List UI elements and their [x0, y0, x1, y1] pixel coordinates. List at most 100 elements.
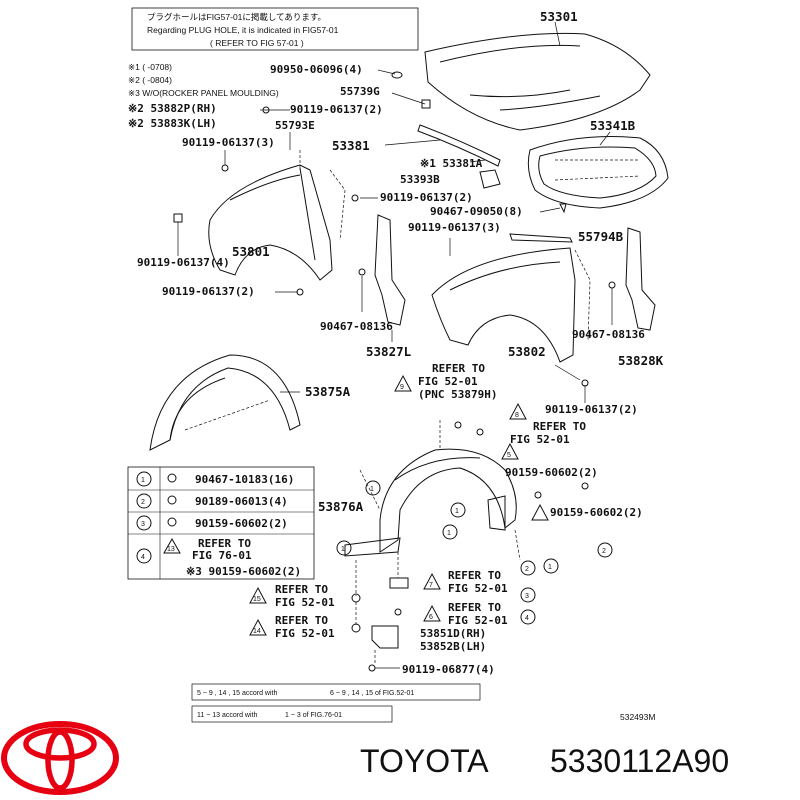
- note-ref: ( REFER TO FIG 57-01 ): [210, 38, 304, 48]
- fender-lh-53801: [208, 150, 346, 281]
- seal-53851d: [371, 625, 399, 649]
- ref14-line2: FIG 52-01: [275, 627, 335, 640]
- diagram-text: 15: [253, 596, 261, 603]
- diagram-text: 14: [253, 628, 261, 635]
- ref15-line1: REFER TO: [275, 583, 328, 596]
- label-90119-b: 90119-06137(3): [182, 136, 275, 149]
- label-53828k: 53828K: [618, 353, 664, 368]
- accord-notes: 5 ~ 9 , 14 , 15 accord with 6 ~ 9 , 14 ,…: [191, 683, 481, 723]
- label-53802: 53802: [508, 344, 546, 359]
- ref8-line2: FIG 52-01: [510, 433, 570, 446]
- ref9-line3: (PNC 53879H): [418, 388, 497, 401]
- ref-marker-15: 15: [249, 586, 267, 604]
- ref-marker-7: 7: [423, 572, 441, 590]
- ref9-line2: FIG 52-01: [418, 375, 478, 388]
- legend-part-1: 90467-10183(16): [195, 473, 294, 486]
- fastener-legend: 1 2 3 4 90467-10183(16) 90189-06013(4) 9…: [127, 466, 315, 580]
- label-90119-a: 90119-06137(2): [290, 103, 383, 116]
- ref8-line1: REFER TO: [533, 420, 586, 433]
- legend-part-4b: FIG 76-01: [192, 549, 252, 562]
- note-jp: プラグホールはFIG57-01に掲載してあります。: [147, 12, 326, 22]
- bracket-53828k: [608, 227, 656, 331]
- label-90119-e: 90119-06137(4): [137, 256, 230, 269]
- diagram-text: 1: [341, 546, 345, 553]
- label-90159-b: 90159-60602(2): [550, 506, 643, 519]
- ref-marker-8: 8: [509, 402, 527, 420]
- hood-insulator-53341b: [527, 131, 669, 209]
- label-90467-b: 90467-08136: [320, 320, 393, 333]
- footnote-1: ※1 ( -0708): [128, 62, 172, 72]
- ref15-line2: FIG 52-01: [275, 596, 335, 609]
- ref6-line2: FIG 52-01: [448, 614, 508, 627]
- note-en: Regarding PLUG HOLE, it is indicated in …: [147, 25, 339, 35]
- legend-part-3: 90159-60602(2): [195, 517, 288, 530]
- legend-part-2: 90189-06013(4): [195, 495, 288, 508]
- ref9-line1: REFER TO: [432, 362, 485, 375]
- accord-row1-a: 5 ~ 9 , 14 , 15 accord with: [197, 690, 277, 697]
- accord-row2-b: 1 ~ 3 of FIG.76-01: [285, 712, 342, 719]
- figure-code: 532493M: [620, 712, 655, 722]
- label-53882p: ※2 53882P(RH): [128, 102, 217, 115]
- diagram-text: 2: [525, 566, 529, 573]
- legend-part-4c: ※3 90159-60602(2): [186, 565, 301, 578]
- ref14-line1: REFER TO: [275, 614, 328, 627]
- diagram-text: 5: [507, 452, 511, 459]
- label-90119-g: 90119-06137(2): [545, 403, 638, 416]
- footnote-3: ※3 W/O(ROCKER PANEL MOULDING): [128, 88, 279, 98]
- label-90950: 90950-06096(4): [270, 63, 363, 76]
- diagram-text: 7: [429, 582, 433, 589]
- diagram-text: 3: [525, 593, 529, 600]
- footnote-2: ※2 ( -0804): [128, 75, 172, 85]
- hood-seal-53381: [417, 124, 501, 167]
- ref-marker-9: 9: [394, 374, 412, 392]
- label-90119-d: 90119-06137(3): [408, 221, 501, 234]
- label-53801: 53801: [232, 244, 270, 259]
- diagram-text: 1: [370, 486, 374, 493]
- ref-marker-6: 6: [423, 604, 441, 622]
- diagram-text: 1: [548, 564, 552, 571]
- label-53883k: ※2 53883K(LH): [128, 117, 217, 130]
- label-90467-a: 90467-09050(8): [430, 205, 523, 218]
- label-90119-f: 90119-06137(2): [162, 285, 255, 298]
- diagram-text: 9: [400, 384, 404, 391]
- label-53341b: 53341B: [590, 118, 636, 133]
- fender-rh-53802: [431, 247, 591, 381]
- ref-marker-14: 14: [249, 618, 267, 636]
- ref7-line2: FIG 52-01: [448, 582, 508, 595]
- ref-marker-5: 5: [501, 442, 519, 460]
- legend-num-4: 4: [141, 554, 145, 561]
- label-55739g: 55739G: [340, 85, 380, 98]
- ref7-line1: REFER TO: [448, 569, 501, 582]
- ref-marker-12: [531, 503, 549, 521]
- diagram-text: 2: [602, 548, 606, 555]
- callout-circles: 1 1 1 1 2 1 2 3 4: [336, 480, 613, 625]
- brand-name: TOYOTA: [360, 743, 489, 779]
- label-53381: 53381: [332, 138, 370, 153]
- label-53393b: 53393B: [400, 173, 440, 186]
- legend-part-4a: REFER TO: [198, 537, 251, 550]
- label-90119-c: 90119-06137(2): [380, 191, 473, 204]
- label-53875a: 53875A: [305, 384, 351, 399]
- hood-53301: [424, 21, 651, 131]
- label-53852b: 53852B(LH): [420, 640, 486, 653]
- legend-ref-13: 13: [167, 546, 175, 553]
- label-90467-c: 90467-08136: [572, 328, 645, 341]
- diagram-text: 1: [447, 530, 451, 537]
- label-55793e: 55793E: [275, 119, 315, 132]
- bracket-53827l: [358, 214, 406, 342]
- label-53381a: ※1 53381A: [420, 157, 483, 170]
- ref6-line1: REFER TO: [448, 601, 501, 614]
- diagram-text: 8: [515, 412, 519, 419]
- diagram-text: 6: [429, 614, 433, 621]
- legend-num-1: 1: [141, 477, 145, 484]
- label-53876a: 53876A: [318, 499, 364, 514]
- label-53851d: 53851D(RH): [420, 627, 486, 640]
- label-53827l: 53827L: [366, 344, 412, 359]
- toyota-logo: [1, 721, 119, 795]
- label-90159-a: 90159-60602(2): [505, 466, 598, 479]
- label-55794b: 55794B: [578, 229, 624, 244]
- label-53301: 53301: [540, 9, 578, 24]
- liner-53875a: [149, 354, 301, 451]
- accord-row2-a: 11 ~ 13 accord with: [197, 712, 257, 719]
- plug-hole-note: プラグホールはFIG57-01に掲載してあります。 Regarding PLUG…: [131, 7, 419, 51]
